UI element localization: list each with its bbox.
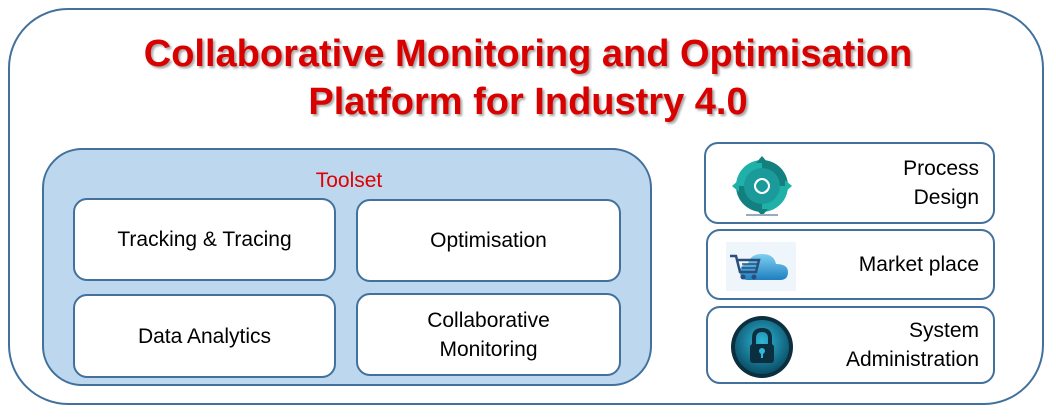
module-label-line1: Market place bbox=[858, 253, 979, 276]
platform-title-line1: Collaborative Monitoring and Optimisatio… bbox=[143, 33, 913, 75]
module-process-design: Process Design bbox=[704, 142, 995, 224]
platform-title-line2: Platform for Industry 4.0 bbox=[308, 81, 748, 123]
module-label: Process Design bbox=[903, 144, 979, 222]
cloud-cart-icon bbox=[726, 242, 796, 291]
module-label-line2: Design bbox=[913, 186, 979, 209]
toolset-label: Toolset bbox=[315, 169, 383, 192]
process-cycle-icon bbox=[732, 156, 792, 216]
tool-data-analytics: Data Analytics bbox=[73, 294, 336, 378]
module-label: System Administration bbox=[846, 308, 979, 382]
module-market-place: Market place bbox=[706, 229, 995, 300]
tool-collaborative-monitoring: Collaborative Monitoring bbox=[356, 293, 621, 376]
module-label: Market place bbox=[859, 231, 979, 298]
padlock-icon bbox=[731, 316, 793, 378]
tool-label: Data Analytics bbox=[137, 324, 272, 348]
module-system-administration: System Administration bbox=[706, 306, 995, 384]
module-label-line1: Process bbox=[903, 157, 979, 180]
tool-label: Tracking & Tracing bbox=[117, 228, 292, 251]
module-label-line1: System bbox=[908, 319, 979, 342]
module-label-line2: Administration bbox=[845, 348, 979, 371]
tool-label-line1: Collaborative bbox=[427, 308, 550, 332]
tool-optimisation: Optimisation bbox=[356, 199, 621, 282]
platform-title: Collaborative Monitoring and Optimisatio… bbox=[0, 30, 1056, 126]
tool-label: Optimisation bbox=[430, 229, 547, 252]
tool-tracking-tracing: Tracking & Tracing bbox=[73, 198, 336, 281]
tool-label-line2: Monitoring bbox=[439, 337, 538, 361]
